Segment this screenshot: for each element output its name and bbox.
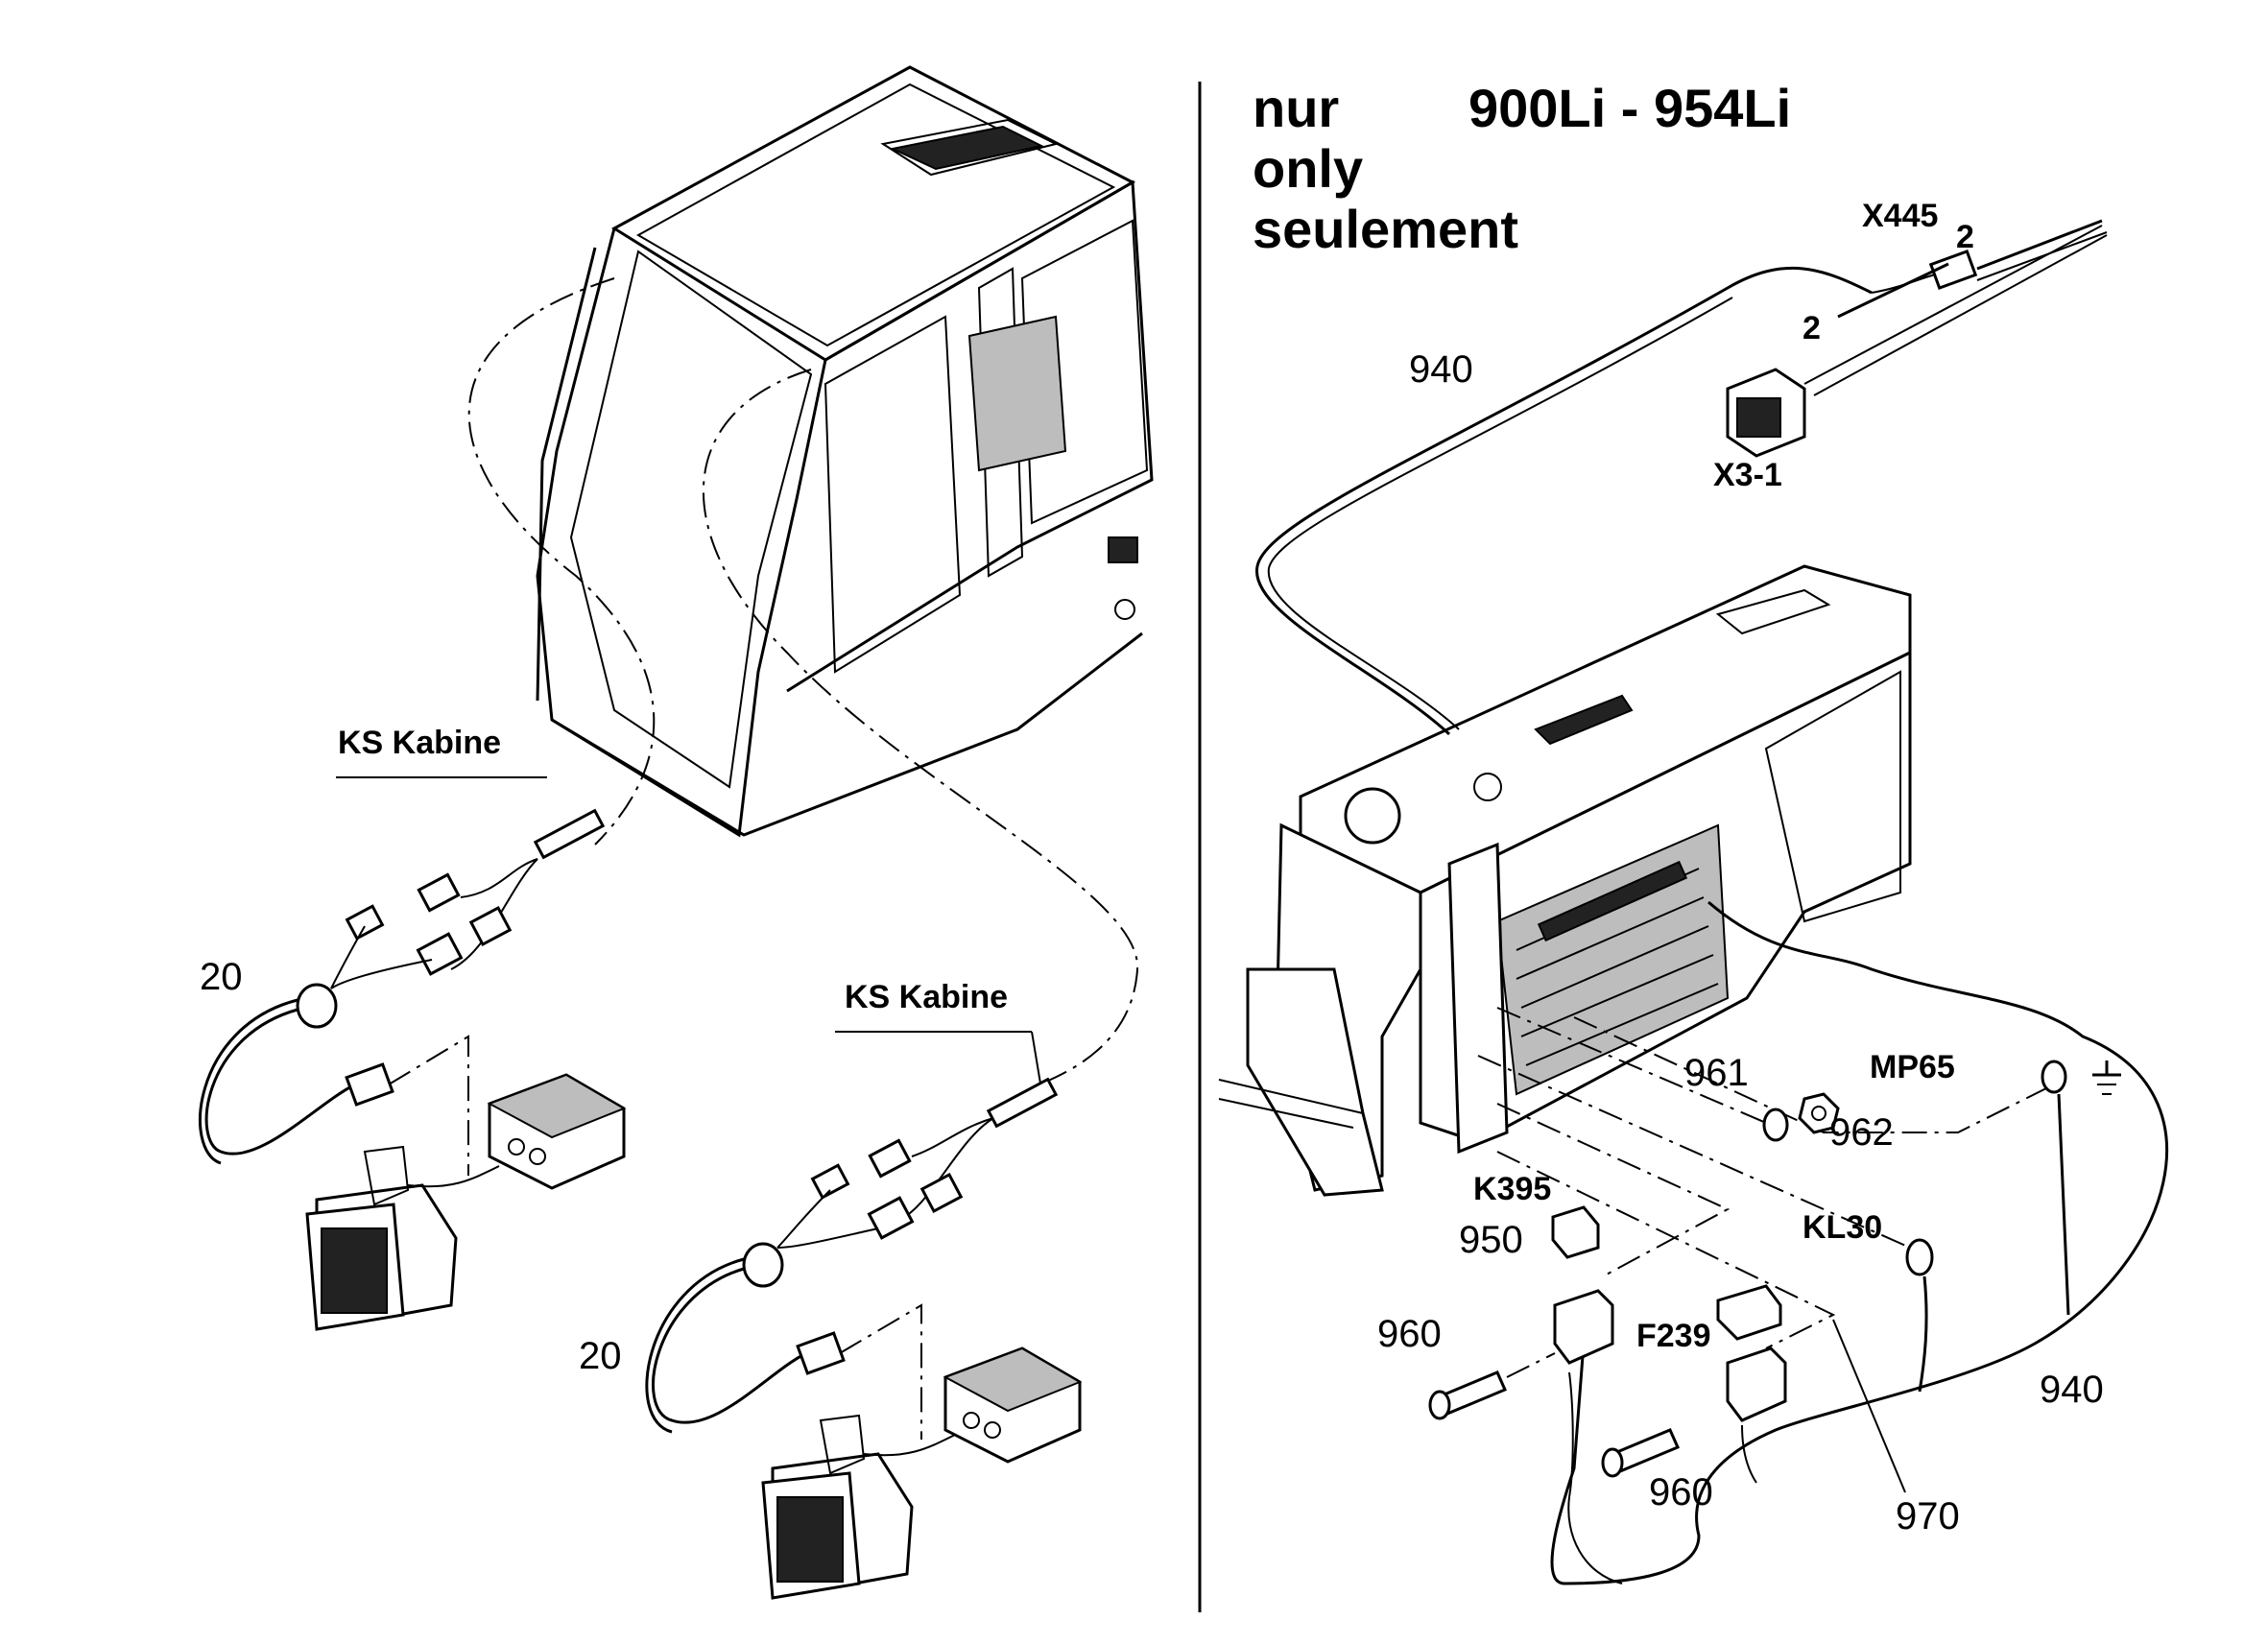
cable-940-top-label: 940 — [1409, 348, 1473, 391]
harness-label-lower: KS Kabine — [845, 979, 1009, 1015]
item-962-label: 962 — [1829, 1111, 1894, 1154]
restriction-fr: seulement — [1253, 199, 1518, 259]
restriction-en: only — [1253, 138, 1364, 199]
item-number-upper: 20 — [200, 956, 243, 998]
item-961-label: 961 — [1684, 1052, 1749, 1094]
item-960-left-label: 960 — [1377, 1313, 1442, 1355]
restriction-de: nur — [1253, 78, 1340, 138]
upper-lamp-harness — [199, 776, 627, 1331]
ground-eyelet — [2041, 1060, 2067, 1094]
item-960-bottom-label: 960 — [1649, 1471, 1713, 1513]
harness-x445 — [1976, 219, 2103, 271]
electrical-box — [1218, 564, 1912, 1197]
pin-x3-label: 2 — [1802, 310, 1821, 346]
connector-x445-label: X445 — [1862, 198, 1939, 234]
fuse-f239-label: F239 — [1636, 1318, 1711, 1354]
kl30-label: KL30 — [1802, 1209, 1883, 1246]
mp65-label: MP65 — [1870, 1049, 1955, 1085]
cable-940-right-label: 940 — [2040, 1369, 2104, 1411]
item-970-label: 970 — [1896, 1495, 1960, 1537]
lower-lamp-harness — [645, 1031, 1083, 1600]
harness-label-upper: KS Kabine — [338, 725, 502, 761]
routing-path-lower — [703, 369, 1139, 1090]
model-range: 900Li - 954Li — [1468, 78, 1792, 138]
connector-x3-label: X3-1 — [1713, 457, 1782, 493]
cabin-drawing — [536, 65, 1154, 838]
cable-940-right — [1564, 900, 2168, 1585]
item-number-lower: 20 — [579, 1335, 622, 1377]
item-950-label: 950 — [1459, 1219, 1523, 1261]
pin-x445-label: 2 — [1956, 219, 1974, 255]
relay-k395-label: K395 — [1473, 1171, 1552, 1207]
routing-path-upper — [467, 277, 656, 846]
cable-940-top — [1255, 267, 1873, 736]
